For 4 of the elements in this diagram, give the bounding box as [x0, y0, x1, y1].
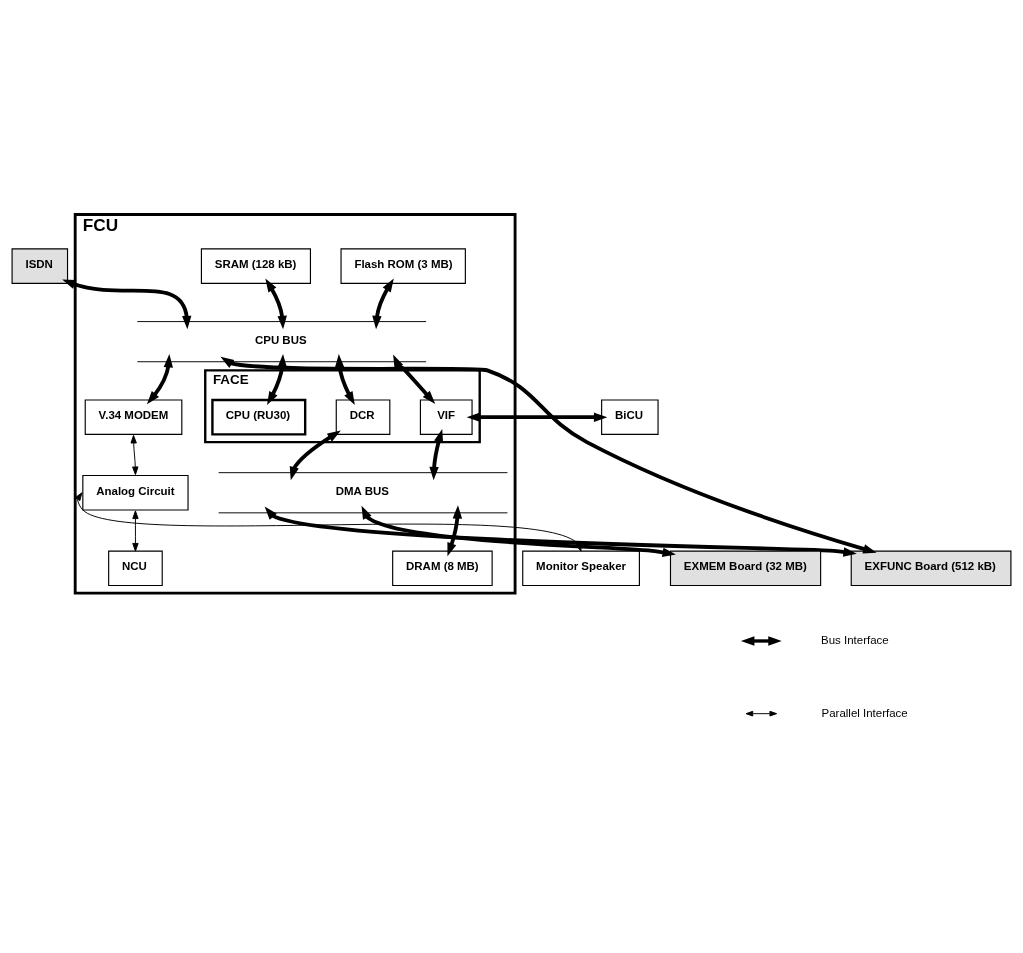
node-text: DMA BUS: [335, 484, 389, 497]
legend-label: Bus Interface: [821, 633, 889, 646]
legend-label: Parallel Interface: [821, 706, 908, 719]
node-text: CPU BUS: [254, 333, 307, 346]
